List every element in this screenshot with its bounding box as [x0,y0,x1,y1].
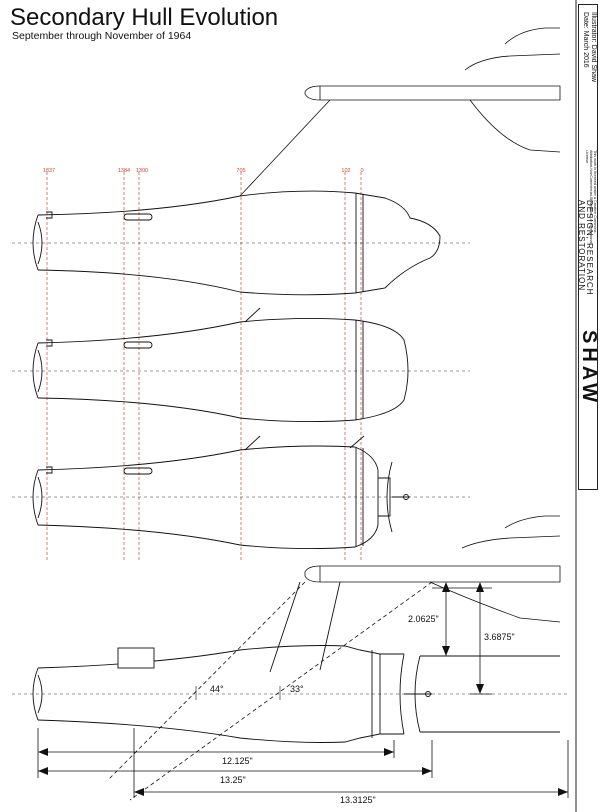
credit-illustrator: Illustrator: David Shaw [590,12,597,83]
hull-composite-profile [12,581,570,743]
dimension-lines [37,581,569,801]
dimension-arrows [38,582,568,796]
logo-line-2: AND RESTORATION [577,200,586,292]
dimension-label-vertical-large: 3.6875" [484,632,515,642]
hull-version-1 [12,190,470,296]
top-saucer-partial [239,27,561,197]
title-block [578,4,598,490]
page-title: Secondary Hull Evolution [10,4,279,31]
credit-date: Date: March 2016 [582,12,589,68]
angle-label-44: 44° [210,684,224,694]
dimension-label-length-c: 13.3125" [340,795,376,805]
station-label: 102 [341,168,350,174]
station-label: 705 [236,168,245,174]
station-label: 1300 [136,168,148,174]
station-label: 0 [360,168,363,174]
hull-version-2 [12,307,470,423]
hull-version-3 [12,435,470,550]
logo-wordmark: SHAW [578,330,600,406]
station-label: 1837 [43,168,55,174]
logo-line-1: DESIGN, RESEARCH [585,200,594,296]
dimension-label-length-b: 13.25" [220,775,246,785]
page-subtitle: September through November of 1964 [12,30,192,42]
angle-label-33: 33° [290,684,304,694]
dimension-label-vertical-small: 2.0625" [408,614,439,624]
station-label: 1384 [118,168,130,174]
dimension-label-length-a: 12.125" [222,756,253,766]
bottom-saucer-partial [304,515,561,623]
